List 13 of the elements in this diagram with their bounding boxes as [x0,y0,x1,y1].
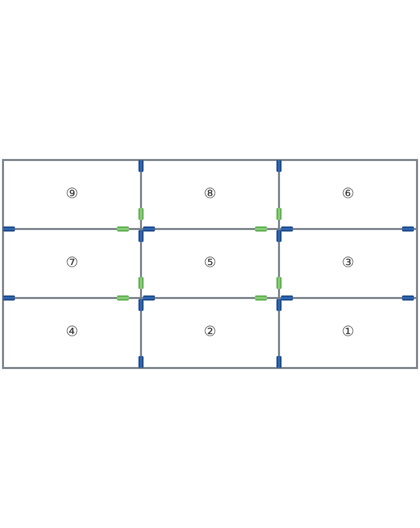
panel-number: ⑦ [66,256,78,272]
panel-number: ② [204,325,216,341]
grid-panel [278,297,418,369]
panel-number: ⑤ [204,256,216,272]
panel-number: ⑧ [204,186,216,202]
panel-number: ⑥ [342,186,354,202]
panel-number: ① [342,325,354,341]
panel-number: ④ [66,325,78,341]
panel-number: ③ [342,256,354,272]
panel-number: ⑨ [66,186,78,202]
grid-panel [2,159,142,230]
grid-panel [278,159,418,230]
grid-panel [2,297,142,369]
